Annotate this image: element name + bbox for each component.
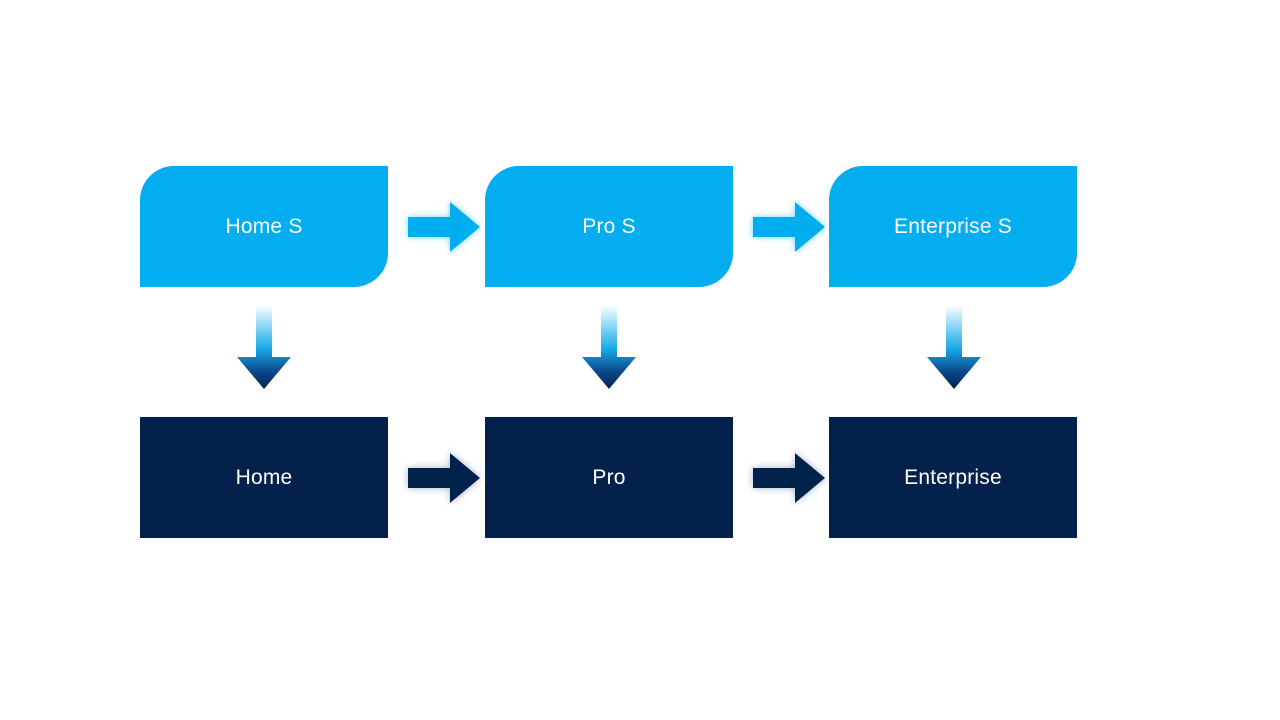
arrow-right-icon-pro-s-to-enterprise-s	[751, 197, 827, 257]
arrow-right-icon-home-to-pro	[406, 448, 482, 508]
node-label: Home S	[225, 214, 303, 238]
node-pro-s[interactable]: Pro S	[485, 166, 733, 287]
node-label: Home	[235, 465, 293, 489]
arrow-right-icon-home-s-to-pro-s	[406, 197, 482, 257]
node-pro[interactable]: Pro	[485, 417, 733, 538]
arrow-down-icon-pro-s-to-pro	[580, 305, 638, 391]
node-enterprise[interactable]: Enterprise	[829, 417, 1077, 538]
node-label: Enterprise S	[894, 214, 1012, 238]
node-label: Enterprise	[904, 465, 1002, 489]
node-home-s[interactable]: Home S	[140, 166, 388, 287]
arrow-down-icon-enterprise-s-to-enterprise	[925, 305, 983, 391]
node-label: Pro S	[582, 214, 636, 238]
arrow-right-icon-pro-to-enterprise	[751, 448, 827, 508]
arrow-down-icon-home-s-to-home	[235, 305, 293, 391]
node-enterprise-s[interactable]: Enterprise S	[829, 166, 1077, 287]
node-label: Pro	[592, 465, 626, 489]
node-home[interactable]: Home	[140, 417, 388, 538]
